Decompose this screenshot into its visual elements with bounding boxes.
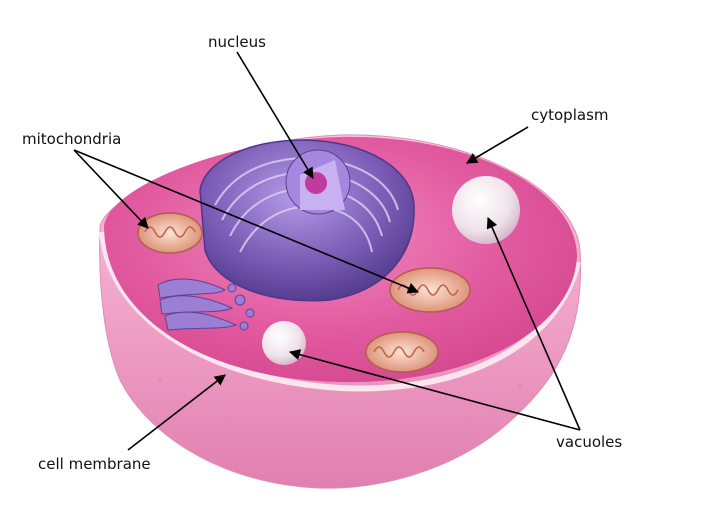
mitochondrion-left — [137, 212, 203, 254]
arrow-mitochondria-center — [73, 149, 420, 294]
mitochondrion-lower — [365, 331, 439, 373]
arrow-cell-membrane — [127, 374, 226, 451]
label-nucleus: nucleus — [208, 33, 266, 51]
label-vacuoles: vacuoles — [556, 433, 623, 451]
label-cytoplasm: cytoplasm — [531, 106, 609, 124]
membrane-texture — [158, 378, 522, 447]
label-cell-membrane: cell membrane — [38, 455, 151, 473]
arrow-vacuole-right — [486, 216, 581, 431]
vacuole-center — [262, 321, 306, 365]
nucleus-organelle — [199, 139, 415, 302]
cell-membrane-rim — [99, 231, 581, 392]
arrow-mitochondria-left — [73, 149, 149, 229]
mitochondrion-center — [389, 267, 471, 313]
label-mitochondria: mitochondria — [22, 130, 122, 148]
arrow-cytoplasm — [466, 126, 529, 164]
arrow-vacuole-center — [288, 349, 581, 431]
vacuole-right — [452, 176, 520, 244]
golgi-apparatus — [157, 278, 255, 331]
arrow-nucleus — [236, 51, 314, 179]
